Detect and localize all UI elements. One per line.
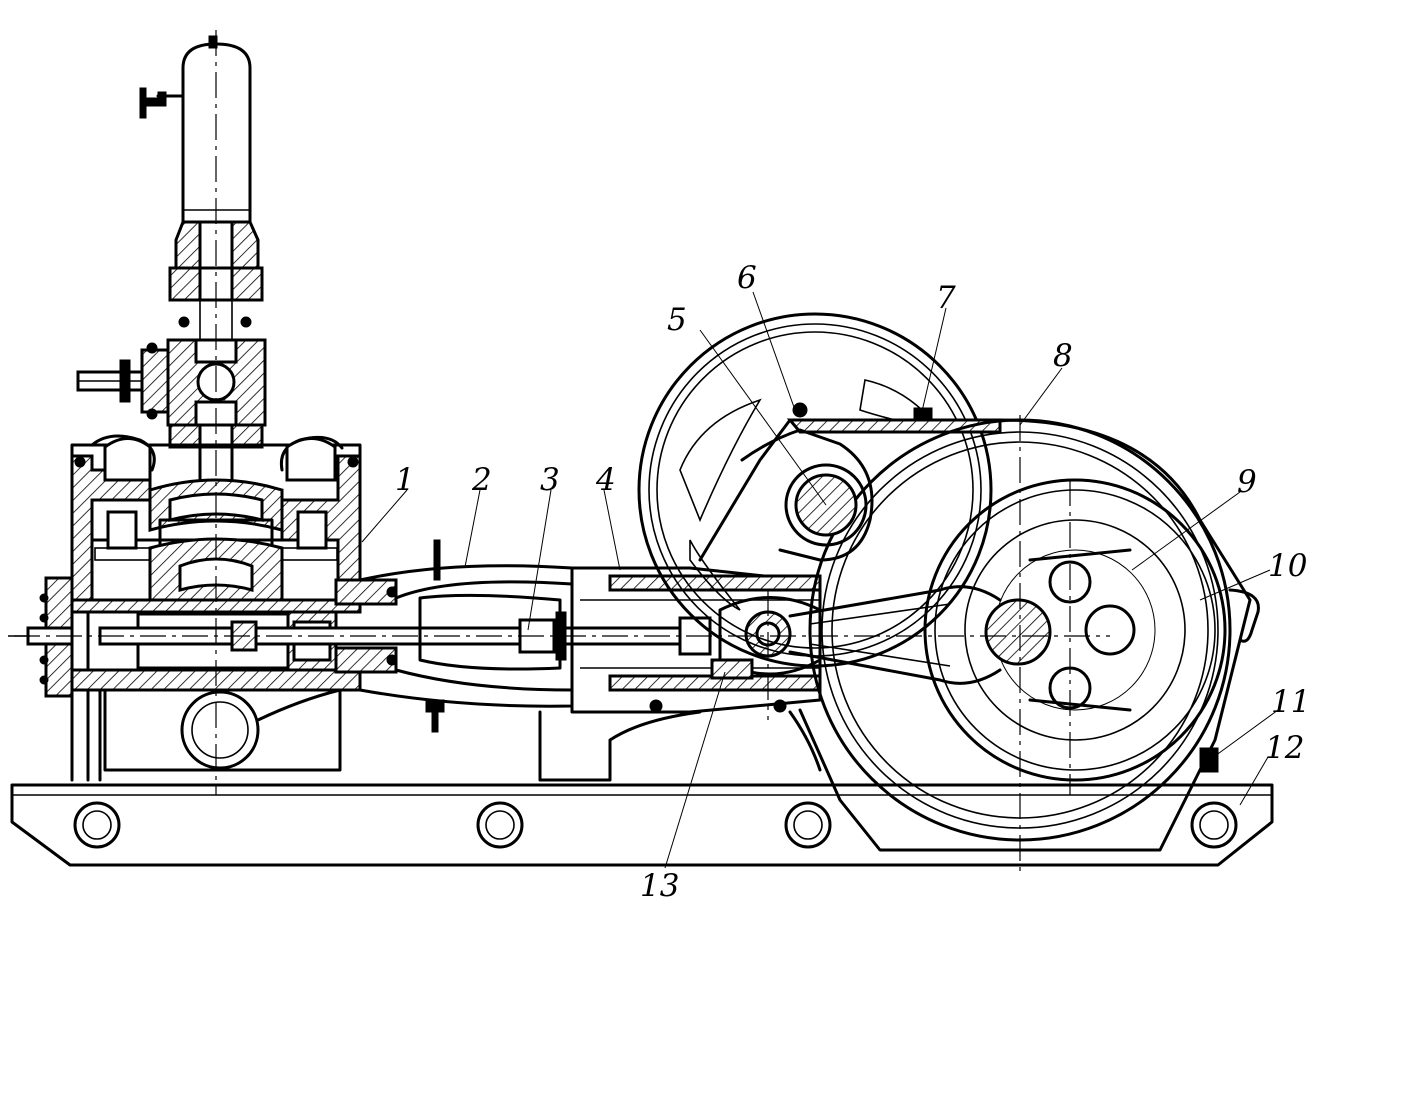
center-lines [14, 30, 1110, 875]
callout-9: 9 [1237, 464, 1257, 500]
callout-13: 13 [640, 868, 679, 904]
callout-2: 2 [471, 462, 492, 498]
callout-12: 12 [1265, 730, 1304, 766]
callout-3: 3 [540, 462, 560, 498]
callout-6: 6 [737, 260, 757, 296]
callout-1: 1 [395, 462, 415, 498]
callout-5: 5 [667, 302, 687, 338]
crosshead-guide [538, 566, 822, 782]
callout-10: 10 [1268, 548, 1307, 584]
callout-4: 4 [595, 462, 616, 498]
base-frame [10, 783, 1274, 867]
hydraulic-section [8, 434, 398, 782]
callout-8: 8 [1053, 338, 1073, 374]
air-chamber [139, 35, 264, 341]
leader-lines [361, 291, 1279, 869]
callout-labels: 1 2 3 4 5 6 7 8 9 10 11 12 13 [395, 260, 1310, 904]
callout-7: 7 [936, 280, 956, 316]
callout-11: 11 [1271, 684, 1310, 720]
